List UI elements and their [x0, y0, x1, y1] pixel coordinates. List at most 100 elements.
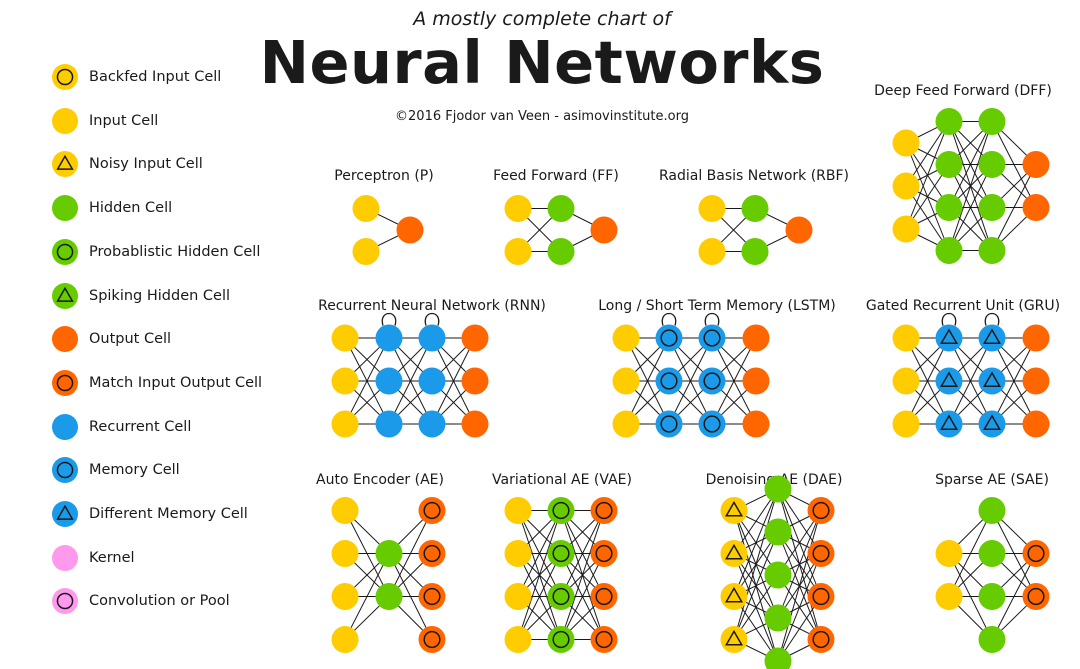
legend-label: Convolution or Pool	[89, 593, 230, 610]
network-title: Variational AE (VAE)	[492, 472, 632, 488]
recurrent-loop	[661, 312, 677, 326]
input-cell	[352, 195, 380, 222]
different-memory-cell	[935, 410, 963, 438]
input-cell	[892, 172, 920, 200]
different-memory-cell	[978, 324, 1006, 352]
match-io-cell	[418, 540, 446, 567]
hidden-cell	[978, 108, 1006, 135]
memory-cell	[698, 367, 726, 395]
hidden-cell	[978, 540, 1006, 567]
legend-label: Match Input Output Cell	[89, 374, 263, 391]
connection	[777, 510, 822, 662]
connection	[733, 531, 779, 640]
output-cell	[742, 367, 770, 395]
backfed-input-cell	[52, 64, 78, 90]
probabilistic-hidden-icon	[52, 238, 78, 265]
input-cell	[504, 497, 532, 524]
recurrent-loop	[424, 312, 440, 326]
legend-label: Kernel	[89, 549, 135, 566]
network-title: Radial Basis Network (RBF)	[659, 168, 849, 184]
spiking-hidden-icon	[52, 282, 78, 309]
output-cell	[1022, 151, 1050, 178]
memory-cell	[698, 410, 726, 438]
input-cell	[935, 540, 963, 567]
recurrent-cell	[375, 324, 403, 352]
legend-item-backfed-input: Backfed Input Cell	[50, 62, 221, 92]
hidden-cell	[764, 604, 792, 632]
network-gru: Gated Recurrent Unit (GRU)	[866, 298, 1060, 438]
match-io-cell	[807, 540, 835, 567]
connection	[777, 510, 822, 619]
match-io-cell	[590, 497, 618, 524]
match-io-cell	[1022, 540, 1050, 567]
input-cell	[612, 367, 640, 395]
legend-item-input: Input Cell	[50, 106, 158, 136]
connection	[948, 337, 993, 425]
match-io-cell	[52, 369, 78, 396]
hidden-cell	[978, 626, 1006, 653]
hidden-cell	[764, 647, 792, 669]
input-cell	[892, 367, 920, 395]
output-cell	[742, 410, 770, 438]
legend-label: Different Memory Cell	[89, 506, 248, 522]
recurrent-cell	[418, 367, 446, 395]
legend-item-conv: Convolution or Pool	[50, 586, 230, 616]
connection	[777, 553, 822, 662]
match-io-cell	[807, 626, 835, 653]
network-dae: Denoising AE (DAE)	[706, 472, 842, 669]
hidden-cell	[52, 195, 78, 222]
legend-item-kernel: Kernel	[50, 543, 135, 573]
network-rbf: Radial Basis Network (RBF)	[659, 168, 849, 265]
connection	[733, 488, 779, 640]
connection	[668, 337, 713, 425]
output-cell	[742, 324, 770, 352]
probabilistic-hidden-cell	[547, 626, 575, 653]
memory-cell	[655, 324, 683, 352]
connections	[344, 337, 476, 425]
input-cell	[331, 324, 359, 352]
match-io-cell	[590, 626, 618, 653]
match-io-cell	[807, 497, 835, 524]
memory-cell	[655, 410, 683, 438]
connection	[948, 510, 993, 597]
match-io-icon	[52, 369, 78, 396]
input-cell	[52, 107, 78, 134]
match-io-cell	[418, 583, 446, 610]
hidden-cell	[547, 238, 575, 265]
legend-item-hidden: Hidden Cell	[50, 193, 172, 223]
connection	[711, 337, 757, 425]
input-cell	[331, 367, 359, 395]
different-memory-icon	[52, 501, 78, 527]
input-cell	[612, 410, 640, 438]
memory-cell	[655, 367, 683, 395]
input-cell	[612, 324, 640, 352]
hidden-icon	[52, 195, 78, 222]
recurrent-cell	[375, 367, 403, 395]
network-title: Feed Forward (FF)	[493, 168, 619, 184]
connection	[560, 510, 605, 640]
output-cell	[1022, 194, 1050, 221]
connection	[905, 121, 950, 230]
network-title: Deep Feed Forward (DFF)	[874, 83, 1052, 99]
different-memory-cell	[978, 410, 1006, 438]
network-vae: Variational AE (VAE)	[492, 472, 632, 653]
hidden-cell	[741, 195, 769, 222]
match-io-cell	[1022, 583, 1050, 610]
legend-label: Noisy Input Cell	[89, 156, 203, 173]
connections	[517, 510, 605, 640]
input-cell	[331, 626, 359, 653]
legend-item-output: Output Cell	[50, 324, 171, 354]
legend-label: Backfed Input Cell	[89, 69, 222, 85]
probabilistic-hidden-cell	[547, 497, 575, 524]
network-feed-forward: Feed Forward (FF)	[493, 168, 619, 265]
hidden-cell	[978, 194, 1006, 221]
conv-icon	[52, 588, 78, 615]
legend-label: Probablistic Hidden Cell	[89, 243, 261, 260]
network-title: Recurrent Neural Network (RNN)	[318, 298, 546, 314]
hidden-cell	[935, 194, 963, 221]
hidden-cell	[935, 108, 963, 135]
output-cell	[1022, 410, 1050, 438]
hidden-cell	[978, 583, 1006, 610]
hidden-cell	[375, 540, 403, 567]
network-title: Perceptron (P)	[334, 168, 433, 184]
